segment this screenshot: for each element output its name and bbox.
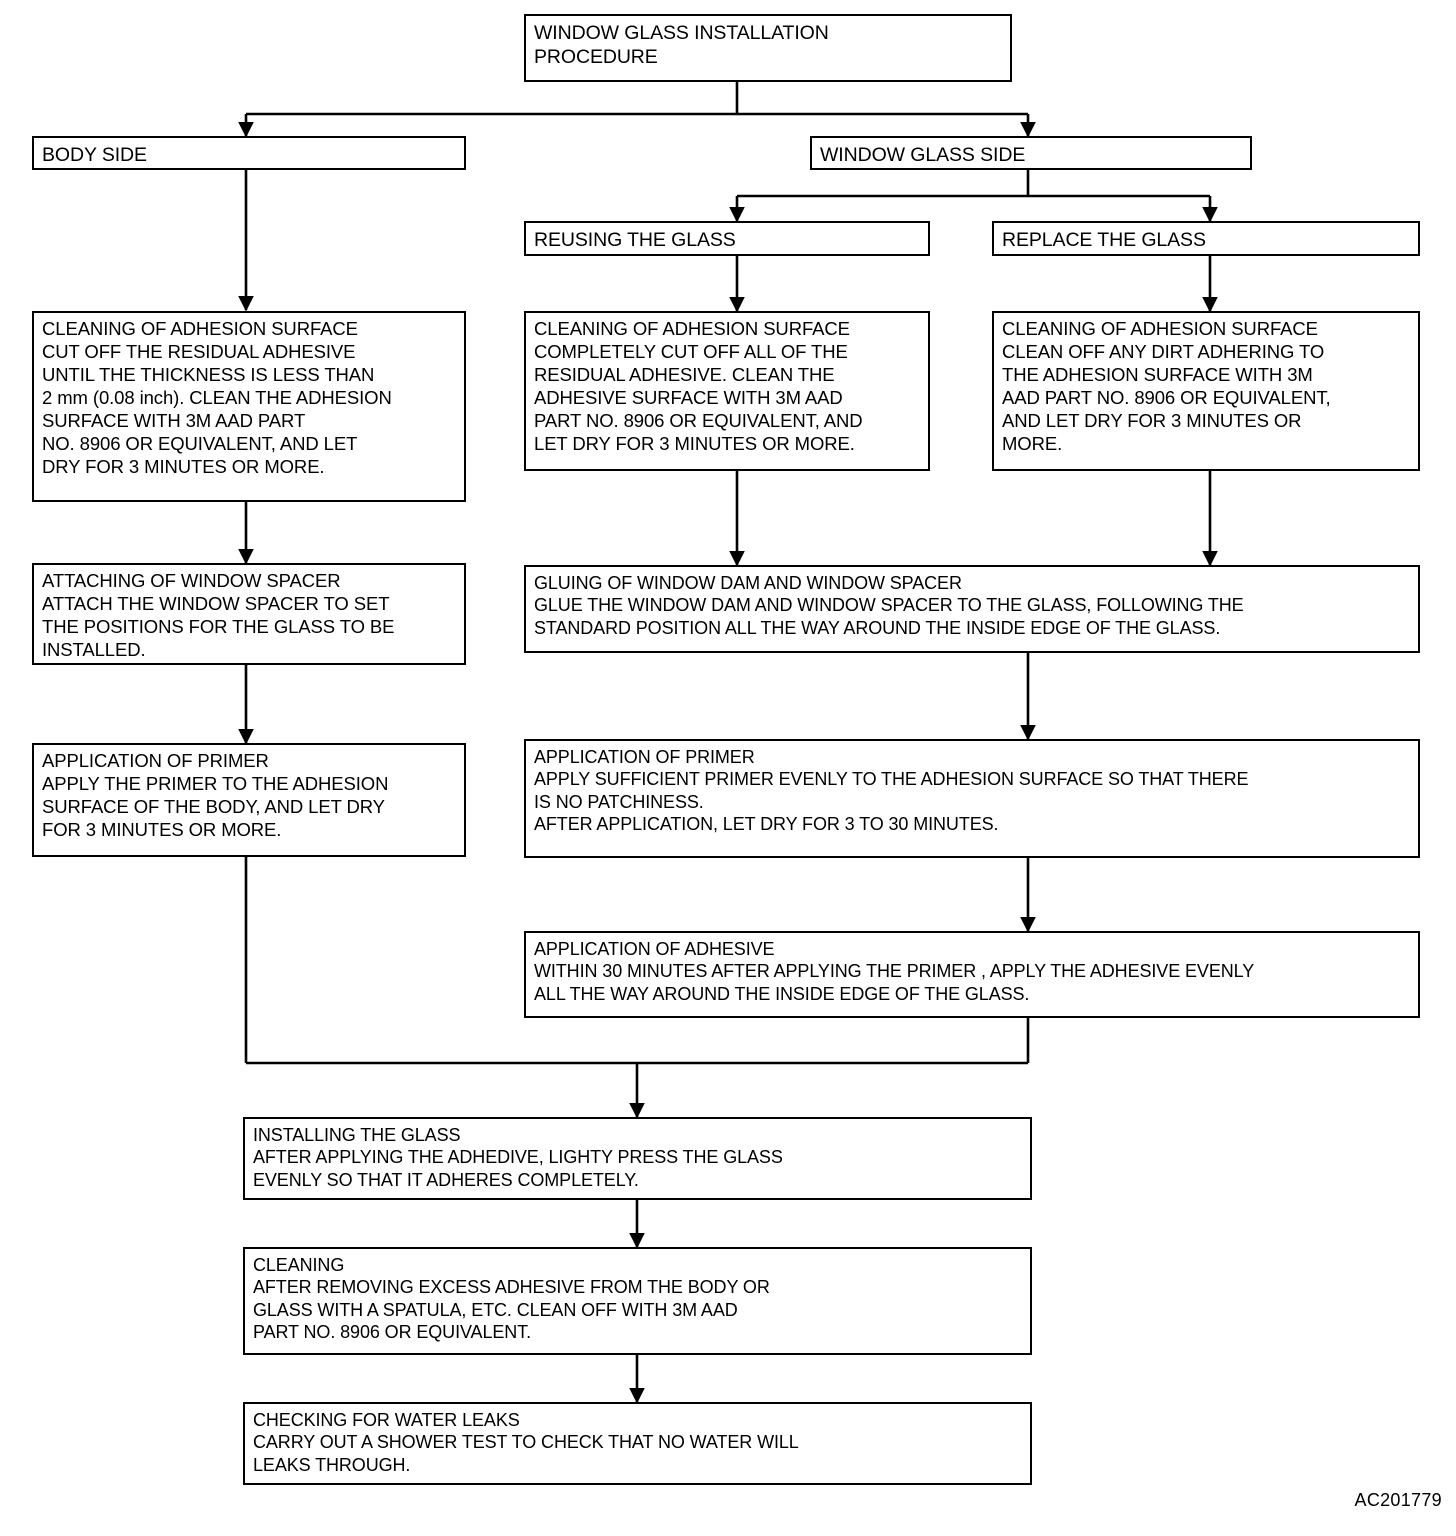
node-installing-glass[interactable]: INSTALLING THE GLASS AFTER APPLYING THE …	[243, 1117, 1032, 1200]
node-checking-water-leaks[interactable]: CHECKING FOR WATER LEAKS CARRY OUT A SHO…	[243, 1402, 1032, 1485]
node-application-adhesive[interactable]: APPLICATION OF ADHESIVE WITHIN 30 MINUTE…	[524, 931, 1420, 1018]
node-reusing-the-glass[interactable]: REUSING THE GLASS	[524, 221, 930, 256]
node-cleaning[interactable]: CLEANING AFTER REMOVING EXCESS ADHESIVE …	[243, 1247, 1032, 1355]
node-replace-cleaning[interactable]: CLEANING OF ADHESION SURFACE CLEAN OFF A…	[992, 311, 1420, 471]
node-body-cleaning[interactable]: CLEANING OF ADHESION SURFACE CUT OFF THE…	[32, 311, 466, 502]
node-glass-primer[interactable]: APPLICATION OF PRIMER APPLY SUFFICIENT P…	[524, 739, 1420, 858]
node-body-side[interactable]: BODY SIDE	[32, 136, 466, 170]
node-window-glass-side[interactable]: WINDOW GLASS SIDE	[810, 136, 1252, 170]
node-gluing-dam-spacer[interactable]: GLUING OF WINDOW DAM AND WINDOW SPACER G…	[524, 565, 1420, 653]
node-root[interactable]: WINDOW GLASS INSTALLATION PROCEDURE	[524, 14, 1012, 82]
node-replace-the-glass[interactable]: REPLACE THE GLASS	[992, 221, 1420, 256]
node-reuse-cleaning[interactable]: CLEANING OF ADHESION SURFACE COMPLETELY …	[524, 311, 930, 471]
node-attaching-spacer[interactable]: ATTACHING OF WINDOW SPACER ATTACH THE WI…	[32, 563, 466, 665]
reference-code: AC201779	[1354, 1490, 1442, 1510]
node-body-primer[interactable]: APPLICATION OF PRIMER APPLY THE PRIMER T…	[32, 743, 466, 857]
